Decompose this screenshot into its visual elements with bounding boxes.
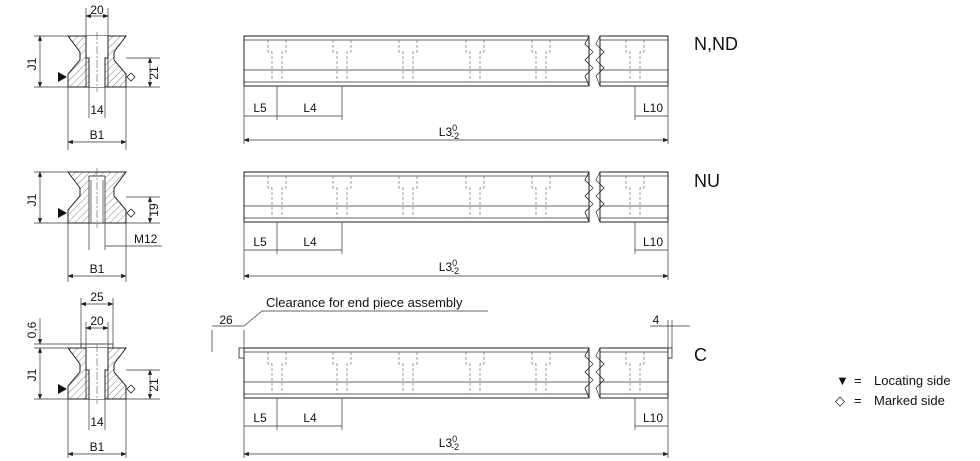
dim-bore: 14 <box>90 415 104 429</box>
dim-bore: 14 <box>90 103 104 117</box>
dim-l4: L4 <box>303 411 317 425</box>
dim-length: L30-2 <box>439 258 459 276</box>
dim-l5: L5 <box>253 235 267 249</box>
dim-length: L30-2 <box>439 434 459 452</box>
dim-l5: L5 <box>253 411 267 425</box>
dim-right-clearance: 4 <box>653 313 660 327</box>
dim-height: J1 <box>25 57 39 70</box>
locating-side-icon <box>58 208 67 218</box>
variant-label: C <box>694 345 707 365</box>
locating-side-icon <box>58 384 67 394</box>
dim-depth: 21 <box>147 378 161 392</box>
dim-width: B1 <box>90 440 105 454</box>
legend-eq: = <box>854 373 862 388</box>
dim-left-clearance: 26 <box>219 313 233 327</box>
dim-l4: L4 <box>303 101 317 115</box>
dim-l5: L5 <box>253 101 267 115</box>
legend-locating-label: Locating side <box>874 373 951 388</box>
dim-gap: 0,6 <box>25 321 39 338</box>
marked-side-icon: ◇ <box>835 393 845 408</box>
dim-top-width: 20 <box>90 3 104 17</box>
dim-top-width: 20 <box>90 314 104 328</box>
marked-side-icon <box>126 72 136 82</box>
locating-side-icon: ▼ <box>836 373 849 388</box>
legend: ▼ = Locating side ◇ = Marked side <box>835 373 951 408</box>
rail-c: Clearance for end piece assembly 26 4 L5… <box>211 295 690 458</box>
dim-height: J1 <box>25 368 39 381</box>
profile-nu: J1 19 M12 B1 <box>25 168 162 282</box>
variant-label: N,ND <box>694 34 738 54</box>
dim-l10: L10 <box>643 411 663 425</box>
legend-eq: = <box>854 393 862 408</box>
dim-top-width-outer: 25 <box>90 290 104 304</box>
rail-nu: L5 L4 L10 L30-2 <box>243 170 669 280</box>
profile-c: 25 20 0,6 J1 21 14 B1 <box>25 290 161 458</box>
dim-l4: L4 <box>303 235 317 249</box>
dim-l10: L10 <box>643 235 663 249</box>
dim-length: L30-2 <box>439 123 459 141</box>
dim-width: B1 <box>90 128 105 142</box>
dim-depth: 19 <box>147 203 161 217</box>
clearance-note: Clearance for end piece assembly <box>266 295 463 310</box>
marked-side-icon <box>126 208 136 218</box>
rail-n-nd: L5 L4 L10 L30-2 <box>243 34 669 144</box>
legend-marked-label: Marked side <box>874 393 945 408</box>
dim-width: B1 <box>90 262 105 276</box>
dim-thread: M12 <box>134 232 158 246</box>
marked-side-icon <box>126 384 136 394</box>
dim-depth: 21 <box>147 66 161 80</box>
locating-side-icon <box>58 72 67 82</box>
profile-n-nd: 20 J1 21 14 B1 <box>25 3 161 150</box>
dim-height: J1 <box>25 193 39 206</box>
dim-l10: L10 <box>643 101 663 115</box>
variant-label: NU <box>694 171 720 191</box>
